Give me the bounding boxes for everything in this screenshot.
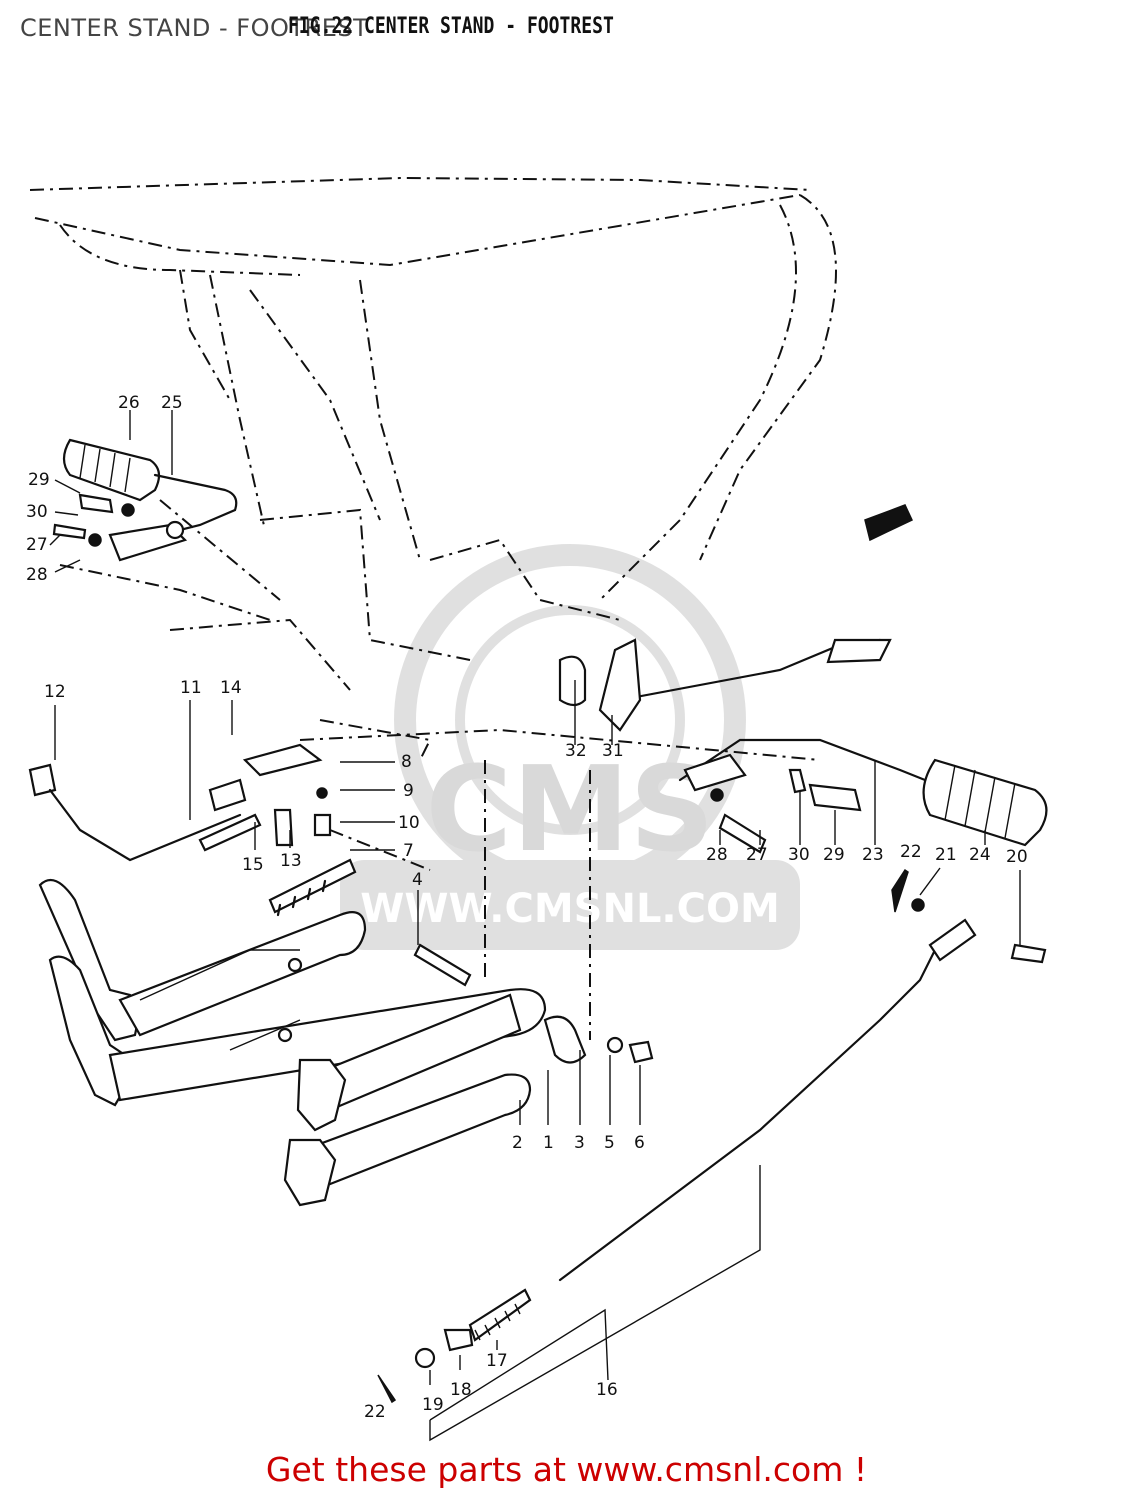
callout-27b: 27 <box>746 845 768 865</box>
figure-title: FIG.22 CENTER STAND - FOOTREST <box>288 14 614 39</box>
callout-9: 9 <box>403 781 414 801</box>
callout-25: 25 <box>161 393 183 413</box>
callout-30: 30 <box>26 502 48 522</box>
callout-12: 12 <box>44 682 66 702</box>
watermark-brand: CMS <box>425 740 714 878</box>
callout-10: 10 <box>398 813 420 833</box>
callout-6: 6 <box>634 1133 645 1153</box>
center-stand <box>38 878 547 1207</box>
callout-14: 14 <box>220 678 242 698</box>
callout-3: 3 <box>574 1133 585 1153</box>
page-title: CENTER STAND - FOOTREST <box>20 14 369 42</box>
callout-31: 31 <box>602 741 624 761</box>
small-parts <box>28 493 1047 1404</box>
leader-lines <box>49 410 1021 1442</box>
callout-20: 20 <box>1006 847 1028 867</box>
watermark-url: WWW.CMSNL.COM <box>360 886 780 932</box>
callout-30b: 30 <box>788 845 810 865</box>
callout-2: 2 <box>512 1133 523 1153</box>
callout-16: 16 <box>596 1380 618 1400</box>
callout-1: 1 <box>543 1133 554 1153</box>
callout-22: 22 <box>900 842 922 862</box>
callout-5: 5 <box>604 1133 615 1153</box>
callout-23: 23 <box>862 845 884 865</box>
callout-15: 15 <box>242 855 264 875</box>
callout-24: 24 <box>969 845 991 865</box>
callout-18: 18 <box>450 1380 472 1400</box>
left-footrest <box>62 438 238 562</box>
get-parts-link[interactable]: Get these parts at www.cmsnl.com ! <box>265 1450 868 1489</box>
callout-7: 7 <box>403 841 414 861</box>
frame-outline <box>29 176 837 1040</box>
brake-rod <box>414 918 977 1369</box>
right-footrest <box>558 638 1048 847</box>
callout-8: 8 <box>401 752 412 772</box>
callout-11: 11 <box>180 678 202 698</box>
callout-22b: 22 <box>364 1402 386 1422</box>
callout-19: 19 <box>422 1395 444 1415</box>
callout-28: 28 <box>26 565 48 585</box>
callout-29b: 29 <box>823 845 845 865</box>
callout-28b: 28 <box>706 845 728 865</box>
callout-labels: 1 2 3 4 5 6 7 8 9 10 11 12 13 14 15 16 1… <box>26 393 1028 1422</box>
callout-29: 29 <box>28 470 50 490</box>
callout-13: 13 <box>280 851 302 871</box>
callout-26: 26 <box>118 393 140 413</box>
callout-32: 32 <box>565 741 587 761</box>
callout-27: 27 <box>26 535 48 555</box>
cms-watermark-logo: CMS WWW.CMSNL.COM <box>340 544 800 950</box>
callout-4: 4 <box>412 870 423 890</box>
callout-21: 21 <box>935 845 957 865</box>
callout-17: 17 <box>486 1351 508 1371</box>
